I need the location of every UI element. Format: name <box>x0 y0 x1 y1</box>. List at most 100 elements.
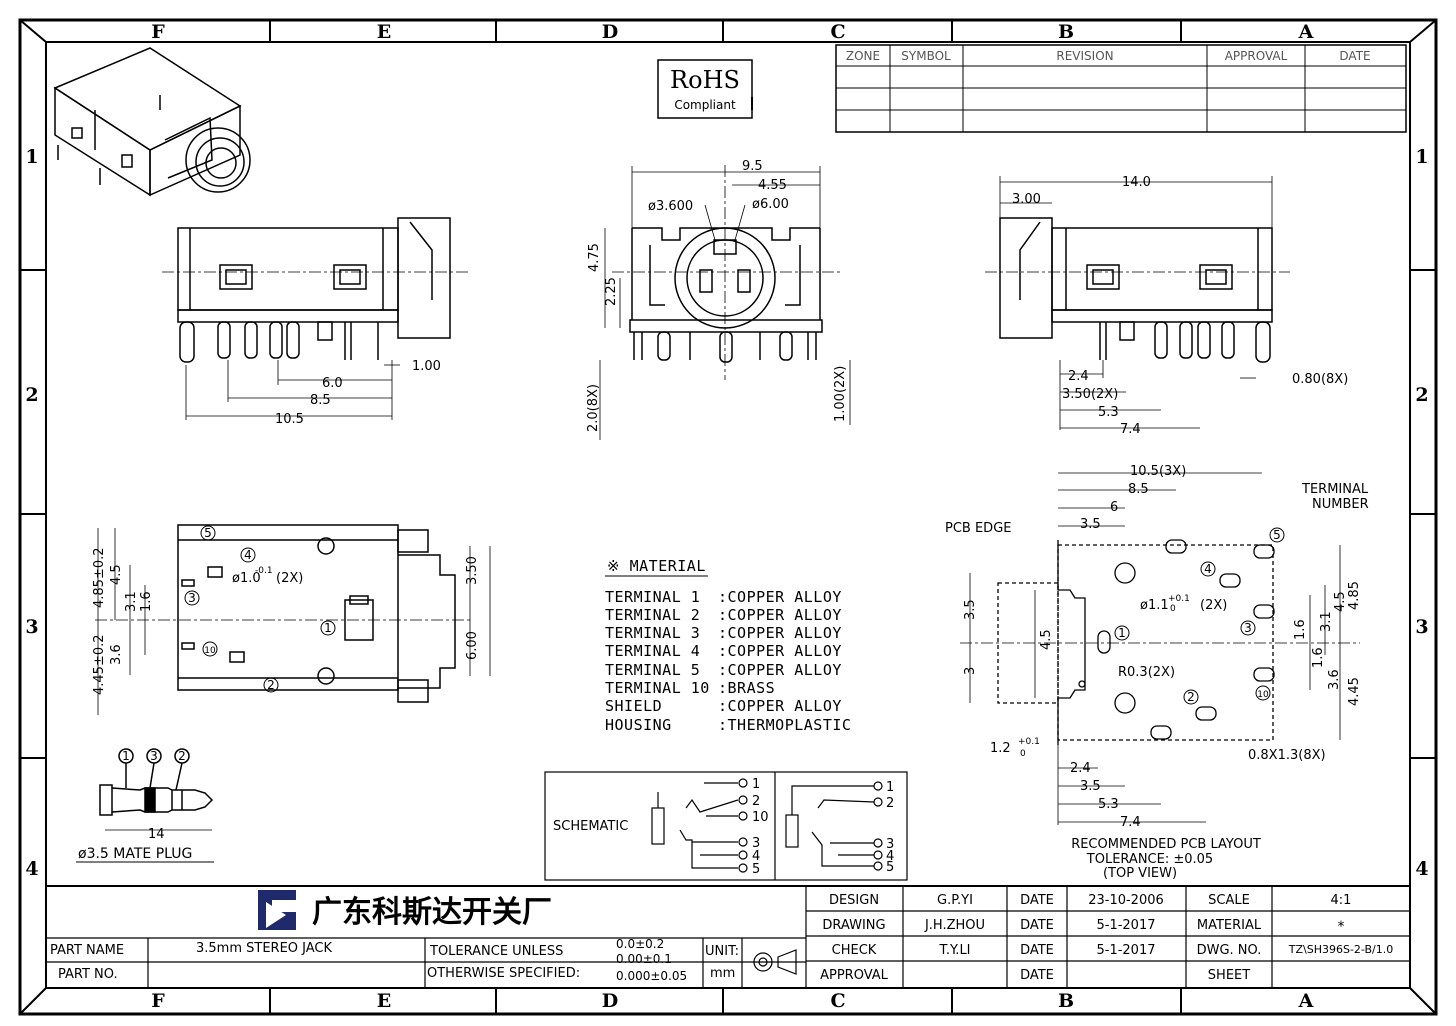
material-name: TERMINAL 2 <box>605 606 700 624</box>
schematic <box>544 771 908 881</box>
material-value: :BRASS <box>718 679 775 697</box>
dim-label: ø3.600 <box>648 199 693 214</box>
dim-label: (2X) <box>276 571 303 586</box>
zone-col-label: A <box>1298 990 1314 1012</box>
dim-label: 3.5 <box>963 599 978 620</box>
scale-value: 4:1 <box>1331 893 1352 908</box>
terminal-number-bubbles: 5 4 3 1 10 2 1 2 3 4 5 10 1 3 2 <box>122 525 1285 763</box>
company-name: 广东科斯达开关厂 <box>312 895 552 930</box>
date-value: 5-1-2017 <box>1096 918 1155 933</box>
terminal-number: 10 <box>204 646 216 656</box>
front-view <box>177 217 451 363</box>
company-logo: 广东科斯达开关厂 <box>258 890 552 930</box>
drawing-value: J.H.ZHOU <box>924 918 985 933</box>
revision-header-approval: APPROVAL <box>1225 49 1288 63</box>
check-value: T.Y.LI <box>938 943 970 958</box>
material-name: TERMINAL 1 <box>605 588 700 606</box>
dim-label: 8.5 <box>310 393 331 408</box>
schematic-pin-label: 1 <box>752 777 760 792</box>
material-value: :COPPER ALLOY <box>718 697 842 715</box>
zone-labels: F E D C B A F E D C B A 1 2 3 4 1 2 3 4 <box>25 21 1428 1012</box>
dim-label: 1.00(2X) <box>833 366 848 422</box>
dim-label: PCB EDGE <box>945 521 1011 536</box>
sheet-label: SHEET <box>1208 968 1250 983</box>
zone-row-label: 2 <box>1415 384 1428 406</box>
zone-col-label: F <box>151 21 165 43</box>
approval-label: APPROVAL <box>820 968 889 983</box>
dim-label: 2.4 <box>1070 761 1091 776</box>
dimension-lines <box>97 166 1341 831</box>
date-value: 5-1-2017 <box>1096 943 1155 958</box>
dim-label: 4.5 <box>1039 629 1054 650</box>
terminal-number: 5 <box>204 526 212 540</box>
drawing-frame <box>18 18 1438 1016</box>
dim-label: 14.0 <box>1122 175 1151 190</box>
schematic-pin-label: 5 <box>886 860 894 875</box>
dim-label: 4.5 <box>1333 591 1348 612</box>
schematic-pin-label: 4 <box>886 849 894 864</box>
zone-row-label: 2 <box>25 384 38 406</box>
terminal-number: 4 <box>1204 562 1212 576</box>
material-value: :COPPER ALLOY <box>718 588 842 606</box>
center-lines <box>95 165 1360 644</box>
mate-plug <box>99 748 214 816</box>
dim-label: ø6.00 <box>752 197 789 212</box>
zone-col-label: D <box>602 21 618 43</box>
material-name: TERMINAL 10 <box>605 679 710 697</box>
schematic-label: SCHEMATIC <box>553 819 628 834</box>
dim-label: 3.6 <box>1327 669 1342 690</box>
zone-row-label: 1 <box>1415 146 1428 168</box>
plug-contact-number: 2 <box>178 749 186 763</box>
dim-label: R0.3(2X) <box>1118 665 1175 680</box>
dim-label: 1.2 <box>990 741 1011 756</box>
material-title: ※ MATERIAL <box>607 557 706 575</box>
dim-label: (2X) <box>1200 598 1227 613</box>
terminal-number: 1 <box>1118 626 1126 640</box>
terminal-number: 1 <box>324 621 332 635</box>
revision-header-date: DATE <box>1339 49 1370 63</box>
dim-label: 1.6 <box>139 591 154 612</box>
rohs-mark: RoHS Compliant <box>657 59 753 119</box>
tolerance-value: 0.000±0.05 <box>616 969 687 983</box>
tolerance-value: 0.00±0.1 <box>616 952 672 966</box>
pcb-caption-line2: TOLERANCE: ±0.05 <box>1086 852 1213 867</box>
pcb-caption-line3: (TOP VIEW) <box>1103 866 1177 881</box>
zone-col-label: C <box>830 990 845 1012</box>
terminal-number: 2 <box>267 678 275 692</box>
title-block-texts: PART NAME 3.5mm STEREO JACK PART NO. TOL… <box>50 893 1393 983</box>
dim-label: 3.1 <box>124 591 139 612</box>
revision-table-headers: ZONE SYMBOL REVISION APPROVAL DATE <box>846 49 1371 63</box>
schematic-pin-label: 3 <box>752 836 760 851</box>
dim-label: 6.0 <box>322 376 343 391</box>
zone-row-label: 4 <box>25 858 38 880</box>
dim-label: 10.5 <box>275 412 304 427</box>
isometric-view <box>53 47 251 197</box>
dim-label: 3.50 <box>465 556 480 585</box>
zone-col-label: B <box>1058 990 1074 1012</box>
title-block <box>45 885 1411 989</box>
schematic-pin-label: 3 <box>886 837 894 852</box>
revision-header-symbol: SYMBOL <box>901 49 951 63</box>
dim-label: 3.6 <box>109 644 124 665</box>
dim-label: 4.85 <box>1347 581 1362 610</box>
material-name: SHIELD <box>605 697 662 715</box>
dim-label: 0.80(8X) <box>1292 372 1348 387</box>
rear-view <box>999 217 1273 363</box>
dim-label: +0.1 <box>1018 737 1040 747</box>
terminal-number: 5 <box>1273 528 1281 542</box>
dim-label: 4.45 <box>1347 677 1362 706</box>
part-name-label: PART NAME <box>50 943 124 958</box>
zone-col-label: B <box>1058 21 1074 43</box>
rohs-text: RoHS <box>670 66 740 94</box>
dim-label: 0.8X1.3(8X) <box>1248 748 1326 763</box>
material-value: :COPPER ALLOY <box>718 661 842 679</box>
material-label: MATERIAL <box>1197 918 1262 933</box>
schematic-pin-label: 10 <box>752 810 769 825</box>
dim-label: 4.75 <box>587 243 602 272</box>
schematic-pin-label: 4 <box>752 849 760 864</box>
schematic-labels: SCHEMATIC 1 2 10 3 4 5 1 2 3 4 5 <box>553 777 894 877</box>
zone-col-label: E <box>377 990 391 1012</box>
schematic-pin-label: 2 <box>752 794 760 809</box>
dim-label: 0 <box>1020 749 1026 759</box>
